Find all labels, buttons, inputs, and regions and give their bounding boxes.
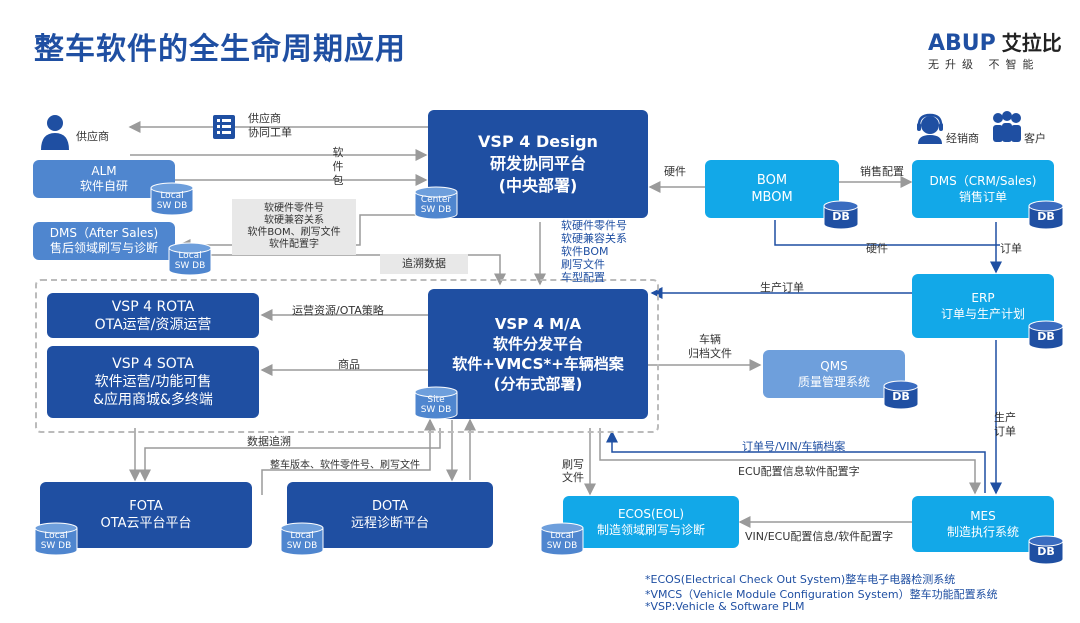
- footnote-ecos: *ECOS(Electrical Check Out System)整车电子电器…: [645, 573, 956, 586]
- order-vin-label: 订单号/VIN/车辆档案: [742, 440, 846, 453]
- sales-config-label: 销售配置: [860, 165, 904, 178]
- document-icon: [212, 114, 236, 140]
- dms-crm-db-label: DB: [1037, 210, 1055, 223]
- supplier-label: 供应商: [76, 130, 109, 143]
- ecu-config-label: ECU配置信息软件配置字: [738, 465, 860, 478]
- headset-icon: [914, 112, 946, 144]
- logo-en: ABUP: [928, 31, 996, 56]
- dealer-label: 经销商: [946, 132, 979, 145]
- flash-file-label: 刷写 文件: [562, 458, 584, 484]
- dota-local-db-icon: Local SW DB: [280, 522, 324, 556]
- hw-sw-info-box: 软硬件零件号 软硬兼容关系 软件BOM、刷写文件 软件配置字: [232, 199, 356, 255]
- dms-after-sales-node[interactable]: DMS（After Sales) 售后领域刷写与诊断: [33, 222, 175, 260]
- distributed-platform-group: [35, 279, 659, 433]
- supplier-work-order-label: 供应商 协同工单: [248, 112, 292, 139]
- dms-crm-db-icon: DB: [1028, 200, 1064, 230]
- production-label: 生产 订单: [994, 411, 1016, 438]
- design-to-ma-label: 软硬件零件号 软硬兼容关系 软件BOM 刷写文件 车型配置: [561, 219, 627, 284]
- hardware-top-label: 硬件: [664, 165, 686, 178]
- qms-db-icon: DB: [883, 380, 919, 410]
- qms-db-label: DB: [892, 390, 910, 403]
- site-db-label: Site SW DB: [420, 395, 452, 415]
- erp-db-icon: DB: [1028, 320, 1064, 350]
- logo-slogan: 无升级 不智能: [928, 58, 1040, 71]
- footnote-vmcs: *VMCS（Vehicle Module Configuration Syste…: [645, 588, 998, 601]
- fota-local-db-icon: Local SW DB: [34, 522, 78, 556]
- ops-ota-label: 运营资源/OTA策略: [292, 304, 384, 317]
- center-db-icon: Center SW DB: [414, 186, 458, 220]
- vsp-ma-node[interactable]: VSP 4 M/A 软件分发平台 软件+VMCS*+车辆档案 (分布式部署): [428, 289, 648, 419]
- vsp-sota-node[interactable]: VSP 4 SOTA 软件运营/功能可售 &应用商城&多终端: [47, 346, 259, 418]
- site-db-icon: Site SW DB: [414, 386, 458, 420]
- logo-cn: 艾拉比: [1001, 31, 1062, 55]
- vsp-design-node[interactable]: VSP 4 Design 研发协同平台 (中央部署): [428, 110, 648, 218]
- order-label: 订单: [1000, 242, 1022, 255]
- bom-db-label: DB: [832, 210, 850, 223]
- ecos-node[interactable]: ECOS(EOL) 制造领域刷写与诊断: [563, 496, 739, 548]
- footnote-vsp: *VSP:Vehicle & Software PLM: [645, 600, 805, 613]
- page-title: 整车软件的全生命周期应用: [34, 32, 406, 67]
- dms-local-db-icon: Local SW DB: [168, 242, 212, 276]
- fota-node[interactable]: FOTA OTA云平台平台: [40, 482, 252, 548]
- vin-ecu-label: VIN/ECU配置信息/软件配置字: [745, 530, 894, 543]
- ecos-local-db-label: Local SW DB: [546, 531, 578, 551]
- data-trace-label: 数据追溯: [247, 435, 291, 448]
- dota-local-db-label: Local SW DB: [286, 531, 318, 551]
- supplier-person-icon: [40, 114, 70, 150]
- alm-local-db-label: Local SW DB: [156, 191, 188, 211]
- mes-db-label: DB: [1037, 545, 1055, 558]
- bom-db-icon: DB: [823, 200, 859, 230]
- vehicle-archive-label: 车辆 归档文件: [688, 333, 732, 360]
- bom-node[interactable]: BOM MBOM: [705, 160, 839, 218]
- customer-label: 客户: [1024, 132, 1046, 145]
- qms-node[interactable]: QMS 质量管理系统: [763, 350, 905, 398]
- alm-local-db-icon: Local SW DB: [150, 182, 194, 216]
- fota-local-db-label: Local SW DB: [40, 531, 72, 551]
- trace-data-box: 追溯数据: [380, 254, 468, 274]
- vsp-rota-node[interactable]: VSP 4 ROTA OTA运营/资源运营: [47, 293, 259, 338]
- hardware-bottom-label: 硬件: [866, 242, 888, 255]
- vehicle-version-label: 整车版本、软件零件号、刷写文件: [270, 460, 420, 471]
- ecos-local-db-icon: Local SW DB: [540, 522, 584, 556]
- production-order-label: 生产订单: [760, 281, 804, 294]
- goods-label: 商品: [338, 358, 360, 371]
- dms-local-db-label: Local SW DB: [174, 251, 206, 271]
- mes-db-icon: DB: [1028, 535, 1064, 565]
- center-db-label: Center SW DB: [420, 195, 452, 215]
- software-package-label: 软 件 包: [332, 146, 344, 187]
- erp-db-label: DB: [1037, 330, 1055, 343]
- customer-group-icon: [990, 110, 1024, 144]
- mes-node[interactable]: MES 制造执行系统: [912, 496, 1054, 552]
